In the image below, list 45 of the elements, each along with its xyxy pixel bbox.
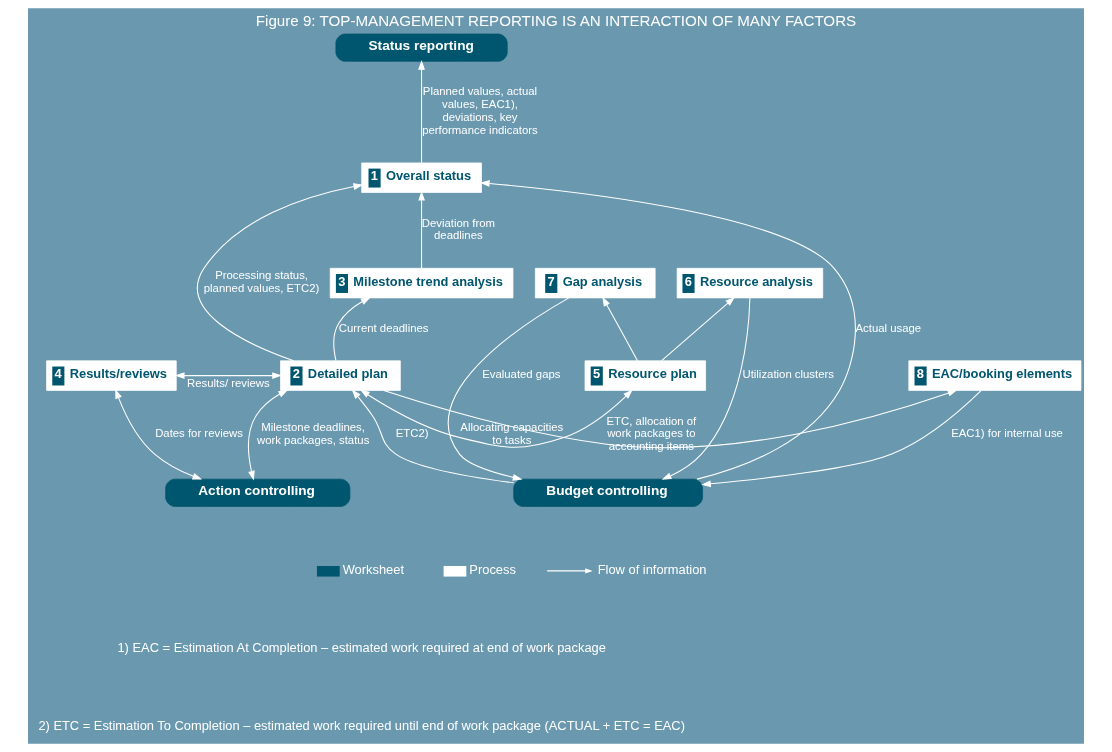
arrow xyxy=(418,59,425,164)
edge-label: Deviation from deadlines xyxy=(421,216,495,242)
node-box: 5 Resource plan xyxy=(584,360,706,391)
arrow xyxy=(196,183,364,362)
edge-label: Allocating capacities to tasks xyxy=(460,420,564,446)
arrow xyxy=(447,297,570,481)
legend-label: Process xyxy=(469,562,516,578)
edge-label: Dates for reviews xyxy=(155,427,243,440)
arrow xyxy=(360,389,633,448)
edge-label: Evaluated gaps xyxy=(482,368,561,381)
arrow xyxy=(351,389,515,484)
arrow xyxy=(174,372,282,380)
arrow xyxy=(248,389,289,481)
edge-label: Current deadlines xyxy=(338,322,429,335)
arrow xyxy=(418,190,425,269)
node-box: Action controlling xyxy=(165,478,351,507)
arrow xyxy=(661,297,751,480)
edge-label: Processing status, planned values, ETC2) xyxy=(203,269,320,295)
arrow xyxy=(479,180,856,480)
node-box: 6 Resource analysis xyxy=(676,267,824,299)
node-box: Budget controlling xyxy=(513,478,703,507)
node-box: 8 EAC/booking elements xyxy=(908,360,1082,391)
arrow xyxy=(383,389,958,449)
edge-label: Utilization clusters xyxy=(742,368,835,381)
node-box: 7 Gap analysis xyxy=(534,267,656,299)
edge-label: Milestone deadlines, work packages, status xyxy=(256,420,370,446)
legend-label: Flow of information xyxy=(597,562,707,577)
edge-label: ETC2) xyxy=(395,427,429,440)
node-box: 2 Detailed plan xyxy=(280,360,401,391)
node-box: 1 Overall status xyxy=(361,162,482,193)
arrow xyxy=(701,390,982,488)
arrow xyxy=(602,296,638,362)
node-box: 4 Results/reviews xyxy=(46,360,177,391)
legend-label: Worksheet xyxy=(342,562,405,578)
arrow xyxy=(115,388,203,480)
arrow xyxy=(661,296,735,362)
node-box: Status reporting xyxy=(335,33,508,62)
label: 2) ETC = Estimation To Completion – estimated work required until end of work package (ACTUAL + ETC = EAC) xyxy=(38,718,685,734)
node-box: 3 Milestone trend analysis xyxy=(329,267,514,299)
arrow xyxy=(333,297,371,362)
edge-label: Results/ reviews xyxy=(187,377,270,389)
diagram-title: Figure 9: TOP-MANAGEMENT REPORTING IS AN INTERACTION OF MANY FACTORS xyxy=(255,12,857,30)
edge-label: EAC1) for internal use xyxy=(951,427,1063,440)
label: 1) EAC = Estimation At Completion – estimated work required at end of work package xyxy=(117,640,606,656)
edge-label: Planned values, actual values, EAC1), deviations, key performance indicators xyxy=(422,85,538,137)
